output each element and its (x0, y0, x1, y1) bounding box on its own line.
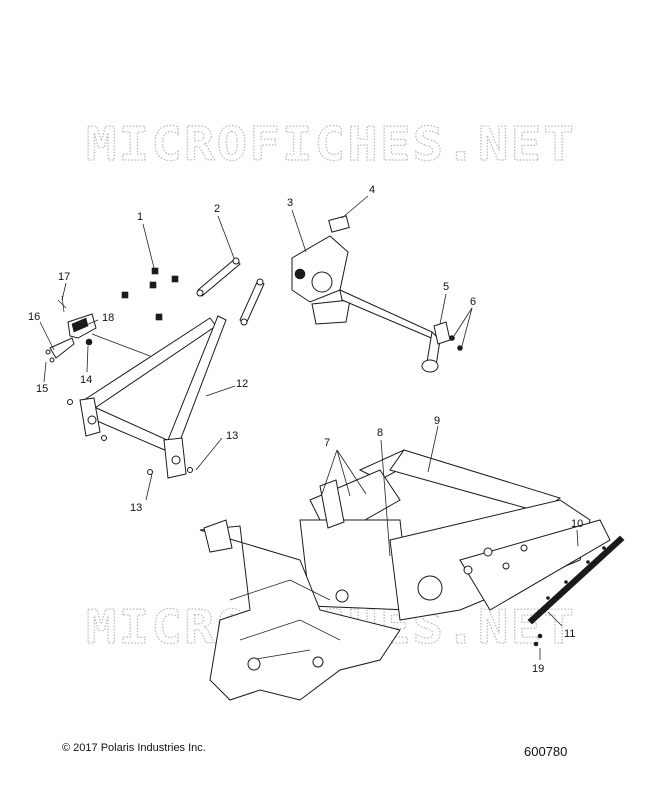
pad-part-4 (328, 215, 350, 233)
watermark-top: MICROFICHES.NET (86, 117, 576, 171)
callout-11: 11 (564, 628, 575, 640)
copyright-notice: © 2017 Polaris Industries Inc. (62, 742, 206, 754)
callout-17: 17 (58, 271, 70, 283)
leader-lines (39, 195, 579, 660)
callout-7: 7 (324, 437, 330, 449)
bolts-part-1 (121, 267, 179, 321)
links-part-2 (196, 257, 265, 326)
steering-post-part-3 (291, 235, 441, 373)
callout-8: 8 (377, 427, 383, 439)
callout-labels: 1 2 3 4 5 6 7 8 9 10 11 12 13 13 14 15 1… (28, 184, 583, 675)
callout-4: 4 (369, 184, 375, 196)
callout-15: 15 (36, 383, 48, 395)
callout-19: 19 (532, 663, 544, 675)
callout-5: 5 (443, 281, 449, 293)
rail-strip-part-10 (527, 535, 625, 647)
callout-3: 3 (287, 197, 293, 209)
callout-10: 10 (571, 518, 583, 530)
chassis-frame (199, 449, 611, 701)
callout-12: 12 (236, 378, 248, 390)
callout-18: 18 (102, 312, 114, 324)
frame-tube-assembly-part-12 (67, 315, 227, 479)
bracket-part-16 (45, 295, 97, 363)
callout-13-lower: 13 (130, 502, 142, 514)
callout-6: 6 (470, 296, 476, 308)
callout-13-upper: 13 (226, 430, 238, 442)
callout-9: 9 (434, 415, 440, 427)
callout-1: 1 (137, 211, 143, 223)
figure-number: 600780 (524, 744, 568, 759)
callout-16: 16 (28, 311, 40, 323)
clamp-part-5 (433, 321, 463, 351)
callout-14: 14 (80, 374, 92, 386)
callout-2: 2 (214, 203, 220, 215)
